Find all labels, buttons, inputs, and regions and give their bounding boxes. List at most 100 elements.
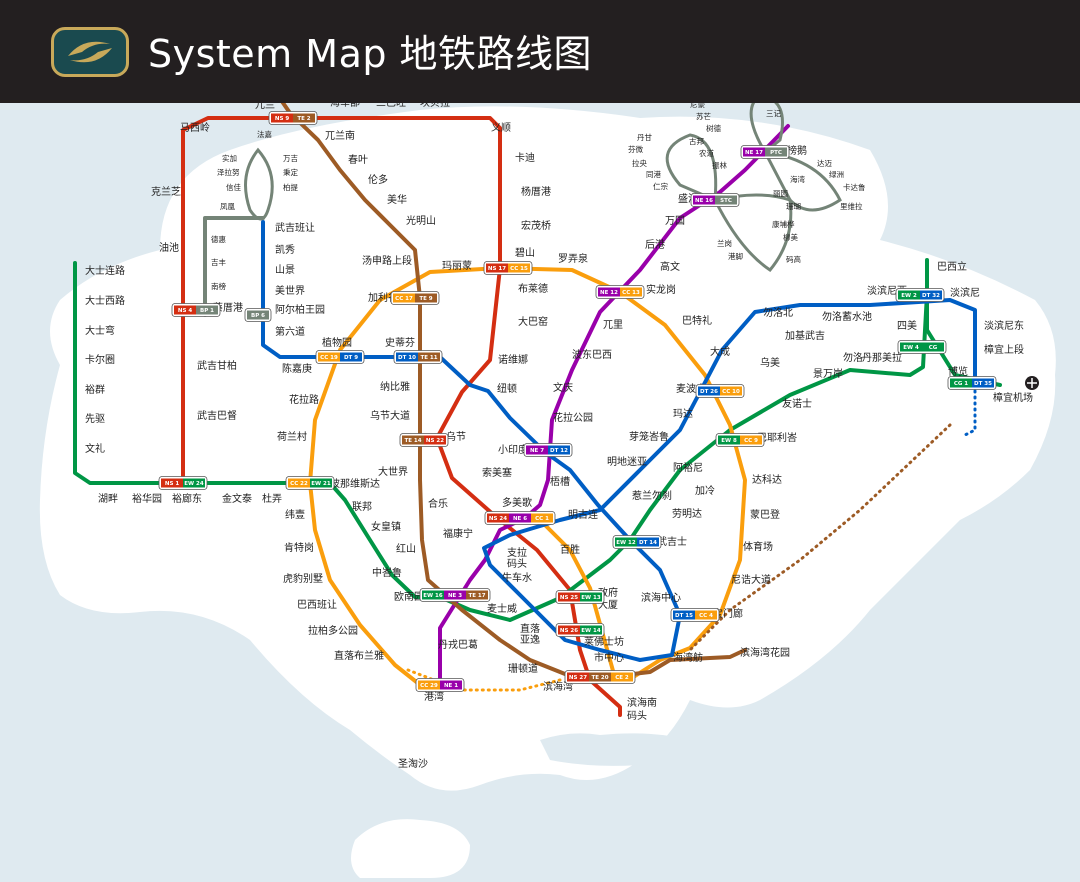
station-label[interactable]: 丹那美拉	[862, 351, 902, 364]
station-label[interactable]: 明古连	[568, 508, 598, 521]
station-label[interactable]: 坎贝拉	[420, 96, 450, 109]
station-label[interactable]: 纽顿	[497, 382, 517, 395]
station-label[interactable]: 卡迪	[515, 151, 535, 164]
station-label[interactable]: 克兰芝	[151, 185, 181, 198]
station-label[interactable]: 万国	[665, 215, 685, 227]
station-label[interactable]: 罗弄泉	[558, 252, 588, 265]
station-label[interactable]: 麦士威	[487, 602, 517, 615]
lrt-station-label[interactable]: 振林	[712, 160, 727, 170]
station-label[interactable]: 樟宜机场	[993, 391, 1033, 404]
station-label[interactable]: 荷兰村	[277, 430, 307, 443]
line-te[interactable]	[261, 72, 747, 678]
lrt-station-label[interactable]: 芬微	[628, 144, 643, 154]
station-label[interactable]: 实龙岗	[646, 283, 676, 296]
station-label[interactable]: 榜鹅	[787, 144, 807, 157]
lrt-station-label[interactable]: 康埔桦	[772, 219, 795, 229]
station-label[interactable]: 明地迷亚	[607, 455, 647, 468]
lrt-station-label[interactable]: 珊瑚	[786, 201, 801, 211]
station-label[interactable]: 劳明达	[672, 507, 702, 520]
station-label[interactable]: 丹戎巴葛	[438, 638, 478, 651]
station-label[interactable]: 波东巴西	[572, 348, 612, 361]
station-label[interactable]: 武吉甘柏	[197, 359, 237, 372]
metro-map[interactable]: 兀兰北兀兰海军部三巴旺坎贝拉义顺卡迪杨厝港宏茂桥碧山布莱德大巴窑诺维娜纽顿乌节索…	[0, 72, 1080, 878]
station-label[interactable]: 福康宁	[443, 527, 473, 540]
station-label[interactable]: 杜弄	[262, 492, 282, 505]
station-label[interactable]: 肯特岗	[284, 541, 314, 554]
station-label[interactable]: 巴特礼	[682, 314, 712, 327]
station-label[interactable]: 四美	[897, 319, 917, 332]
station-label[interactable]: 虎豹别墅	[283, 572, 323, 585]
station-label[interactable]: 巴西立	[937, 260, 967, 273]
station-label[interactable]: 港湾	[424, 690, 444, 703]
lrt-station-label[interactable]: 卡达鲁	[843, 182, 866, 192]
station-label[interactable]: 裕群	[85, 383, 105, 396]
station-label[interactable]: 义顺	[491, 122, 511, 134]
interchange-station[interactable]: BP 6	[244, 308, 272, 322]
lrt-station-label[interactable]: 绿洲	[829, 170, 844, 179]
lrt-station-label[interactable]: 泽拉努	[217, 167, 240, 177]
station-label[interactable]: 大士连路	[85, 264, 125, 277]
station-label[interactable]: 高文	[660, 260, 680, 273]
station-label[interactable]: 山景	[275, 264, 295, 276]
lrt-station-label[interactable]: 达迈	[817, 158, 832, 168]
station-label[interactable]: 直落	[520, 622, 540, 635]
station-label[interactable]: 裕廊东	[172, 492, 202, 505]
station-label[interactable]: 加基武吉	[785, 329, 825, 342]
station-label[interactable]: 索美塞	[482, 466, 512, 479]
station-label[interactable]: 达科达	[752, 473, 782, 486]
lrt-station-label[interactable]: 兰岗	[717, 238, 732, 248]
station-label[interactable]: 博览	[948, 365, 968, 378]
line-dt[interactable]	[261, 220, 977, 662]
station-label[interactable]: 诺维娜	[498, 353, 528, 366]
station-label[interactable]: 文礼	[85, 442, 105, 455]
station-label[interactable]: 文庆	[553, 381, 573, 394]
station-label[interactable]: 油池	[159, 241, 179, 254]
station-label[interactable]: 美华	[387, 193, 407, 206]
station-label[interactable]: 景万岸	[813, 368, 843, 380]
station-label[interactable]: 女皇镇	[371, 520, 401, 533]
lrt-station-label[interactable]: 三记	[766, 109, 781, 118]
station-label[interactable]: 多美歌	[502, 496, 532, 509]
station-label[interactable]: 史蒂芬	[385, 337, 415, 349]
station-label[interactable]: 春叶	[348, 154, 368, 166]
station-label[interactable]: 友诺士	[782, 397, 812, 410]
station-label[interactable]: 芽笼峇鲁	[629, 430, 669, 443]
lrt-station-label[interactable]: 柏提	[283, 182, 298, 192]
station-label[interactable]: 后港	[645, 239, 665, 251]
lrt-station-label[interactable]: 秉定	[283, 167, 298, 177]
station-label[interactable]: 武吉士	[657, 535, 687, 548]
station-label[interactable]: 三巴旺	[376, 97, 406, 109]
lrt-station-label[interactable]: 古邦	[689, 136, 704, 146]
station-label[interactable]: 裕华园	[132, 492, 162, 505]
station-label[interactable]: 大士弯	[85, 324, 115, 337]
station-label[interactable]: 碧山	[515, 247, 535, 259]
station-label[interactable]: 百胜	[560, 544, 580, 556]
station-label[interactable]: 码头	[507, 558, 527, 570]
station-label[interactable]: 波那维斯达	[330, 477, 380, 490]
lrt-station-label[interactable]: 码高	[786, 254, 801, 264]
station-label[interactable]: 武吉班让	[275, 221, 315, 234]
station-label[interactable]: 植物园	[322, 336, 352, 349]
station-label[interactable]: 红山	[396, 542, 416, 555]
lrt-station-label[interactable]: 尼豪	[690, 99, 705, 109]
station-label[interactable]: 市中心	[594, 651, 624, 664]
station-label[interactable]: 纬壹	[285, 508, 305, 521]
